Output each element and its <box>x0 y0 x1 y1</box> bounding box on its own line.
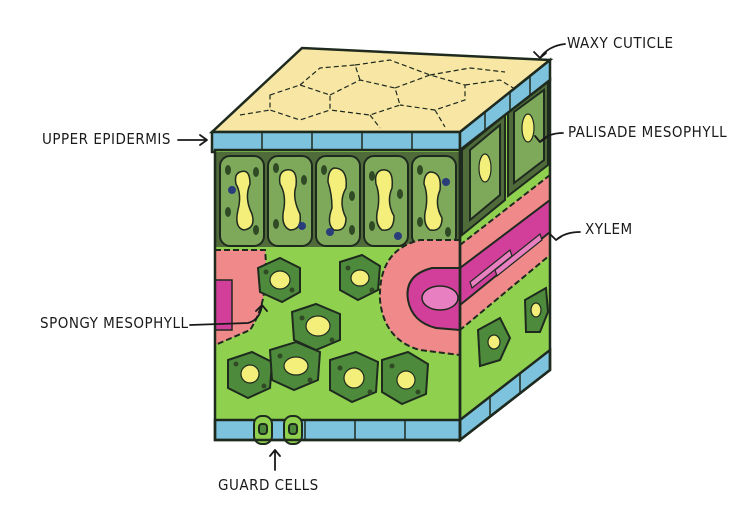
cuticle-cell-pattern <box>239 59 521 129</box>
label-palisade-mesophyll: PALISADE MESOPHYLL <box>568 123 728 141</box>
spongy-vacuoles-front <box>240 269 416 390</box>
spongy-chloroplasts-front <box>233 265 421 395</box>
arrow-palisade-mesophyll <box>534 132 564 143</box>
arrow-waxy-cuticle <box>533 43 566 59</box>
arrow-upper-epidermis <box>177 134 208 146</box>
spongy-vacuoles-side <box>487 302 542 350</box>
arrow-spongy-mesophyll <box>189 304 268 326</box>
palisade-vacuoles <box>234 167 443 231</box>
label-spongy-mesophyll: SPONGY MESOPHYLL <box>40 314 189 332</box>
xylem-lumen-front <box>421 285 459 311</box>
lower-epidermis-front <box>213 418 462 442</box>
upper-epidermis-cell-divisions <box>261 76 531 152</box>
xylem-cut-left <box>215 279 233 331</box>
xylem-vessel-streaks <box>469 232 543 290</box>
label-xylem: XYLEM <box>585 220 633 238</box>
block-outline <box>213 77 552 443</box>
leader-lines <box>177 43 581 471</box>
guard-cells <box>253 415 303 445</box>
arrow-xylem <box>549 231 581 241</box>
arrow-guard-cells <box>269 449 281 471</box>
palisade-nuclei <box>228 178 450 240</box>
label-waxy-cuticle: WAXY CUTICLE <box>567 34 674 52</box>
palisade-vacuoles-side <box>478 113 535 183</box>
palisade-chloroplasts <box>225 163 451 237</box>
lower-epidermis-cell-divisions <box>304 374 521 440</box>
label-guard-cells: GUARD CELLS <box>218 476 319 494</box>
label-upper-epidermis: UPPER EPIDERMIS <box>42 130 171 148</box>
